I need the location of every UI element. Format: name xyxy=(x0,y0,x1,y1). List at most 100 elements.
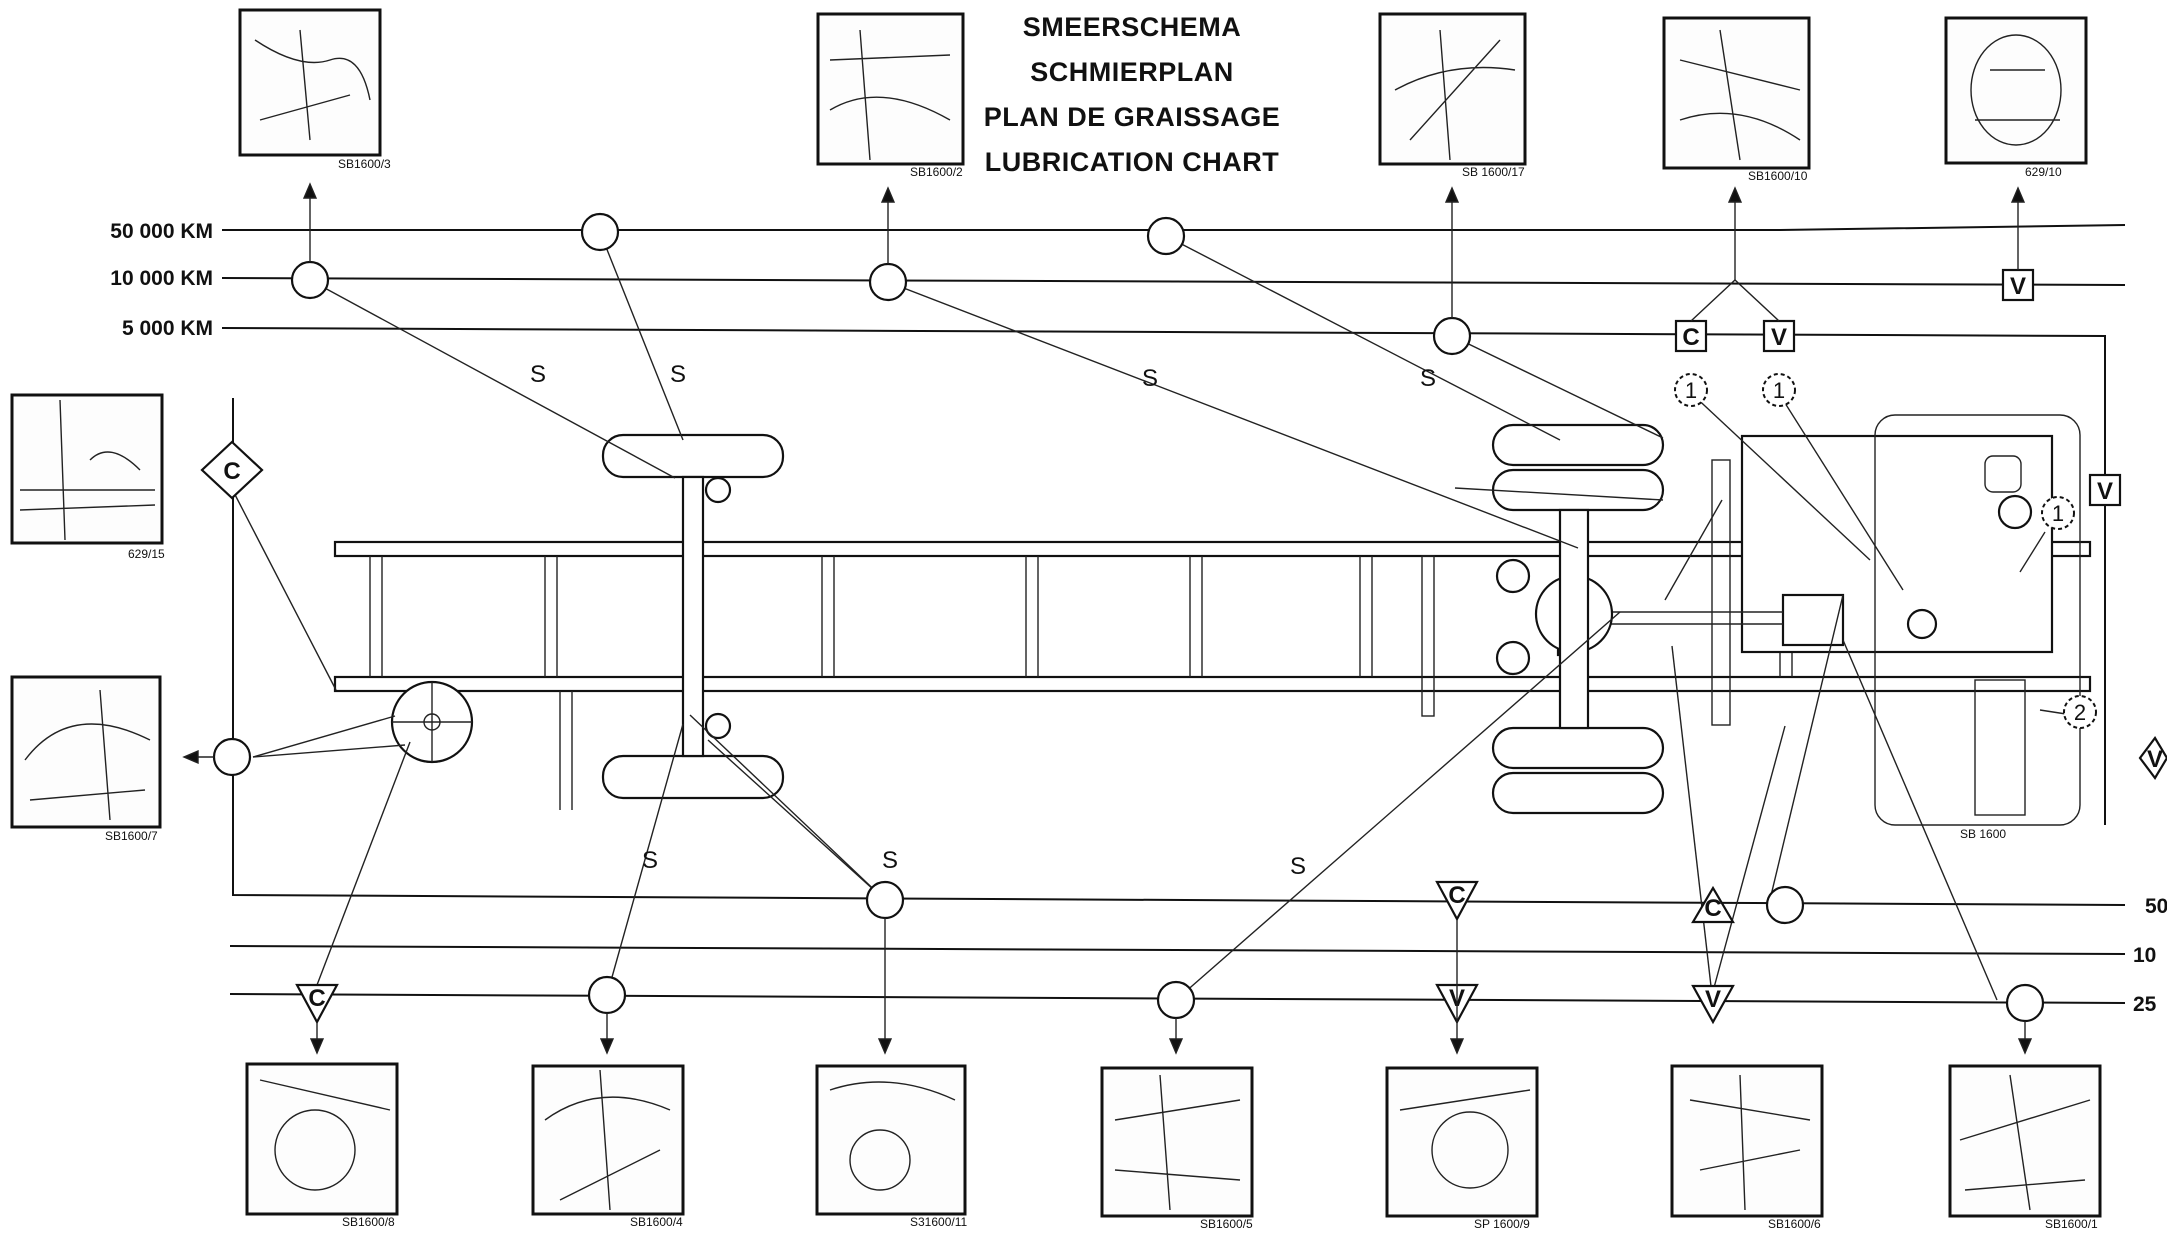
service-point xyxy=(587,975,627,1015)
service-point xyxy=(865,880,905,920)
gearbox xyxy=(1781,593,1845,647)
rear-wheel-upper-inner xyxy=(1491,468,1665,512)
photo-arrows xyxy=(182,182,2033,1055)
svg-text:C: C xyxy=(1704,895,1721,922)
svg-text:SB1600/6: SB1600/6 xyxy=(1768,1217,1821,1231)
chassis-code: SB 1600 xyxy=(1960,827,2006,841)
frame-rail-upper xyxy=(333,540,2092,558)
chassis-drawing: SB 1600 xyxy=(333,414,2092,841)
svg-text:SB1600/3: SB1600/3 xyxy=(338,157,391,171)
svg-text:SB1600/1: SB1600/1 xyxy=(2045,1217,2098,1231)
photo-thumbnail: SB1600/2 xyxy=(816,12,965,179)
svg-text:SP 1600/9: SP 1600/9 xyxy=(1474,1217,1530,1231)
svg-text:SB1600/5: SB1600/5 xyxy=(1200,1217,1253,1231)
service-point xyxy=(1156,980,1196,1020)
service-point xyxy=(1146,216,1186,256)
line-10000-top xyxy=(221,277,2126,286)
service-point xyxy=(868,262,908,302)
svg-text:SB1600/2: SB1600/2 xyxy=(910,165,963,179)
front-axle xyxy=(681,475,705,758)
s-label: S xyxy=(1290,853,1306,880)
numbered-markers: 1 1 1 2 xyxy=(1674,373,2097,729)
svg-text:1: 1 xyxy=(1685,378,1697,403)
interval-label-50000: 50 000 KM xyxy=(110,220,213,243)
photo-thumbnail: 629/10 xyxy=(1944,16,2088,179)
interval-lines-top: 50 000 KM 10 000 KM 5 000 KM xyxy=(110,220,2126,825)
chart-title: SMEERSCHEMA SCHMIERPLAN PLAN DE GRAISSAG… xyxy=(984,12,1281,177)
svg-text:C: C xyxy=(223,458,240,485)
s-label: S xyxy=(1420,365,1436,392)
photos-top: SB1600/3 SB1600/2 SB 1600/17 SB1600/10 6… xyxy=(238,8,2088,183)
service-point xyxy=(212,737,252,777)
svg-text:V: V xyxy=(2147,746,2163,773)
replace-triangle xyxy=(1691,984,1735,1025)
svg-text:1: 1 xyxy=(1773,378,1785,403)
svg-text:2: 2 xyxy=(2074,700,2086,725)
line-5000-top xyxy=(221,327,2106,825)
s-label: S xyxy=(882,847,898,874)
service-labels: S S S S S S S xyxy=(530,361,1436,880)
service-point xyxy=(290,260,330,300)
replace-square xyxy=(2088,473,2122,507)
interval-label-right-25: 25 xyxy=(2133,993,2157,1016)
svg-text:1: 1 xyxy=(2052,501,2064,526)
check-triangle xyxy=(295,983,339,1025)
s-label: S xyxy=(642,847,658,874)
photo-thumbnail: SB 1600/17 xyxy=(1378,12,1527,179)
photo-thumbnail: SP 1600/9 xyxy=(1385,1066,1539,1231)
check-diamond xyxy=(200,440,264,500)
check-square xyxy=(1674,319,1708,353)
title-line-fr: PLAN DE GRAISSAGE xyxy=(984,102,1281,132)
frame-rail-lower xyxy=(333,675,2092,693)
service-point xyxy=(1432,316,1472,356)
interval-lines-bottom: 50 10 25 xyxy=(229,398,2167,1016)
rear-wheel-upper-outer xyxy=(1491,423,1665,467)
photo-thumbnail: SB1600/1 xyxy=(1948,1064,2102,1231)
photo-thumbnail: SB1600/7 xyxy=(10,675,162,843)
marker-1 xyxy=(2041,496,2075,530)
svg-text:SB1600/8: SB1600/8 xyxy=(342,1215,395,1229)
interval-label-10000: 10 000 KM xyxy=(110,267,213,290)
svg-text:SB1600/4: SB1600/4 xyxy=(630,1215,683,1229)
line-50000-bottom xyxy=(232,398,2126,906)
svg-text:S31600/11: S31600/11 xyxy=(910,1215,967,1229)
service-points xyxy=(212,212,2045,1023)
marker-2 xyxy=(2063,695,2097,729)
photo-thumbnail: SB1600/8 xyxy=(245,1062,399,1229)
photo-thumbnail: SB1600/4 xyxy=(531,1064,685,1229)
service-point xyxy=(580,212,620,252)
photos-bottom: SB1600/8 SB1600/4 S31600/11 SB1600/5 SP … xyxy=(245,1062,2102,1231)
s-label: S xyxy=(1142,365,1158,392)
s-label: S xyxy=(670,361,686,388)
photo-thumbnail: S31600/11 xyxy=(815,1064,967,1229)
svg-text:V: V xyxy=(2097,478,2113,505)
svg-text:C: C xyxy=(1448,882,1465,909)
service-point xyxy=(1765,885,1805,925)
photos-left: 629/15 SB1600/7 xyxy=(10,393,165,843)
cross-members xyxy=(369,556,1793,810)
photo-thumbnail: 629/15 xyxy=(10,393,165,561)
s-label: S xyxy=(530,361,546,388)
photo-thumbnail: SB1600/6 xyxy=(1670,1064,1824,1231)
svg-text:SB1600/10: SB1600/10 xyxy=(1748,169,1808,183)
service-point xyxy=(2005,983,2045,1023)
svg-text:V: V xyxy=(1771,324,1787,351)
interval-label-5000: 5 000 KM xyxy=(122,317,213,340)
svg-text:V: V xyxy=(1705,986,1721,1013)
svg-text:C: C xyxy=(308,985,325,1012)
title-line-nl: SMEERSCHEMA xyxy=(1023,12,1242,42)
leader-lines xyxy=(229,231,2093,1001)
replace-diamond xyxy=(2138,736,2167,780)
svg-text:SB 1600/17: SB 1600/17 xyxy=(1462,165,1525,179)
rear-wheel-lower-inner xyxy=(1491,726,1665,770)
interval-label-right-50: 50 xyxy=(2145,895,2167,918)
title-line-en: LUBRICATION CHART xyxy=(985,147,1279,177)
front-wheel-upper xyxy=(601,433,785,479)
check-triangle xyxy=(1435,880,1479,922)
svg-text:V: V xyxy=(2010,273,2026,300)
rear-wheel-lower-outer xyxy=(1491,771,1665,815)
marker-1 xyxy=(1674,373,1708,407)
photo-thumbnail: SB1600/5 xyxy=(1100,1066,1254,1231)
check-triangle xyxy=(1691,885,1735,924)
